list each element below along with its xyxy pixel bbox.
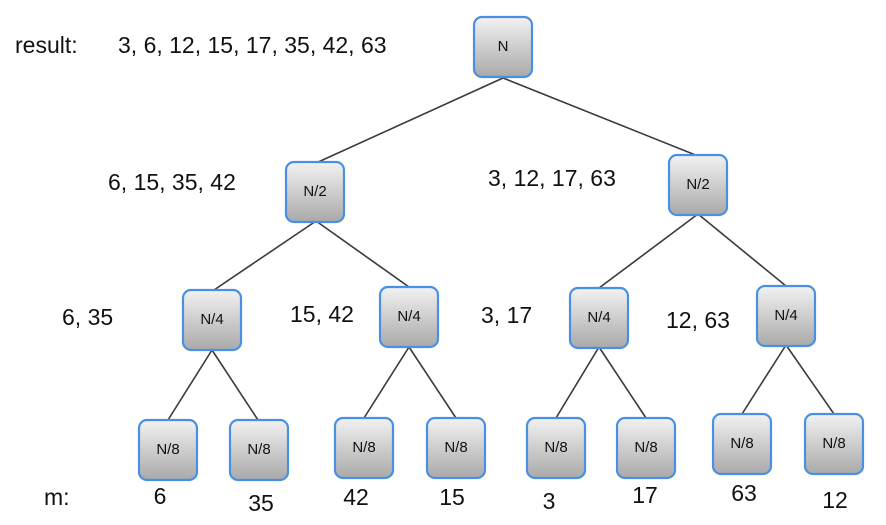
leaf-node-7-label: N/8 bbox=[730, 435, 753, 452]
level2-node-3: N/4 bbox=[568, 286, 630, 350]
edge-l1a-l2a bbox=[213, 220, 317, 291]
result-label: result: bbox=[15, 32, 78, 58]
edge-l2b-leaf4 bbox=[408, 346, 457, 419]
leaf-value-2: 35 bbox=[248, 490, 274, 516]
edge-root-right bbox=[502, 77, 699, 157]
result-values: 3, 6, 12, 15, 17, 35, 42, 63 bbox=[118, 32, 387, 58]
level1-node-left-label: N/2 bbox=[303, 183, 326, 200]
level1-node-right: N/2 bbox=[667, 153, 729, 217]
level2-1-values: 6, 35 bbox=[62, 304, 113, 330]
edge-l2b-leaf3 bbox=[363, 346, 410, 419]
leaf-node-2-label: N/8 bbox=[247, 441, 270, 458]
level1-node-left: N/2 bbox=[284, 160, 346, 224]
level2-node-3-label: N/4 bbox=[587, 309, 610, 326]
leaf-value-8: 12 bbox=[822, 487, 848, 513]
edge-root-left bbox=[315, 77, 504, 164]
level1-right-values: 3, 12, 17, 63 bbox=[488, 165, 616, 191]
level2-node-2: N/4 bbox=[378, 285, 440, 349]
leaf-value-6: 17 bbox=[632, 482, 658, 508]
leaf-value-4: 15 bbox=[439, 484, 465, 510]
leaf-node-6: N/8 bbox=[615, 416, 677, 480]
leaf-node-6-label: N/8 bbox=[634, 439, 657, 456]
leaf-node-4-label: N/8 bbox=[444, 439, 467, 456]
level2-node-1: N/4 bbox=[181, 288, 243, 352]
edge-l2c-leaf6 bbox=[598, 346, 647, 419]
leaf-value-3: 42 bbox=[343, 484, 369, 510]
m-label: m: bbox=[44, 484, 70, 510]
level2-node-1-label: N/4 bbox=[200, 311, 223, 328]
leaf-node-2: N/8 bbox=[228, 418, 290, 482]
edge-l1b-l2c bbox=[598, 213, 699, 289]
edge-l2a-leaf1 bbox=[167, 349, 213, 421]
edge-l2d-leaf7 bbox=[741, 344, 787, 415]
edge-l1b-l2d bbox=[697, 213, 787, 287]
tree-edges bbox=[167, 77, 835, 421]
leaf-node-3-label: N/8 bbox=[352, 439, 375, 456]
level1-node-right-label: N/2 bbox=[686, 176, 709, 193]
root-node-label: N bbox=[498, 38, 509, 55]
leaf-value-7: 63 bbox=[731, 480, 757, 506]
leaf-node-3: N/8 bbox=[333, 416, 395, 480]
leaf-node-4: N/8 bbox=[425, 416, 487, 480]
leaf-value-5: 3 bbox=[543, 488, 556, 514]
leaf-value-1: 6 bbox=[154, 483, 167, 509]
leaf-node-7: N/8 bbox=[711, 412, 773, 476]
leaf-node-1-label: N/8 bbox=[156, 441, 179, 458]
level2-3-values: 3, 17 bbox=[481, 302, 532, 328]
leaf-node-8: N/8 bbox=[803, 412, 865, 476]
edge-l2a-leaf2 bbox=[211, 349, 259, 421]
edge-l1a-l2b bbox=[315, 220, 410, 288]
leaf-node-5-label: N/8 bbox=[544, 439, 567, 456]
leaf-node-5: N/8 bbox=[525, 416, 587, 480]
edge-l2d-leaf8 bbox=[785, 344, 835, 415]
leaf-node-1: N/8 bbox=[137, 418, 199, 482]
level2-node-2-label: N/4 bbox=[397, 308, 420, 325]
level2-4-values: 12, 63 bbox=[666, 307, 730, 333]
leaf-node-8-label: N/8 bbox=[822, 435, 845, 452]
root-node: N bbox=[472, 15, 534, 79]
level2-2-values: 15, 42 bbox=[290, 301, 354, 327]
edge-l2c-leaf5 bbox=[555, 346, 600, 419]
level1-left-values: 6, 15, 35, 42 bbox=[108, 169, 236, 195]
level2-node-4: N/4 bbox=[755, 284, 817, 348]
level2-node-4-label: N/4 bbox=[774, 307, 797, 324]
